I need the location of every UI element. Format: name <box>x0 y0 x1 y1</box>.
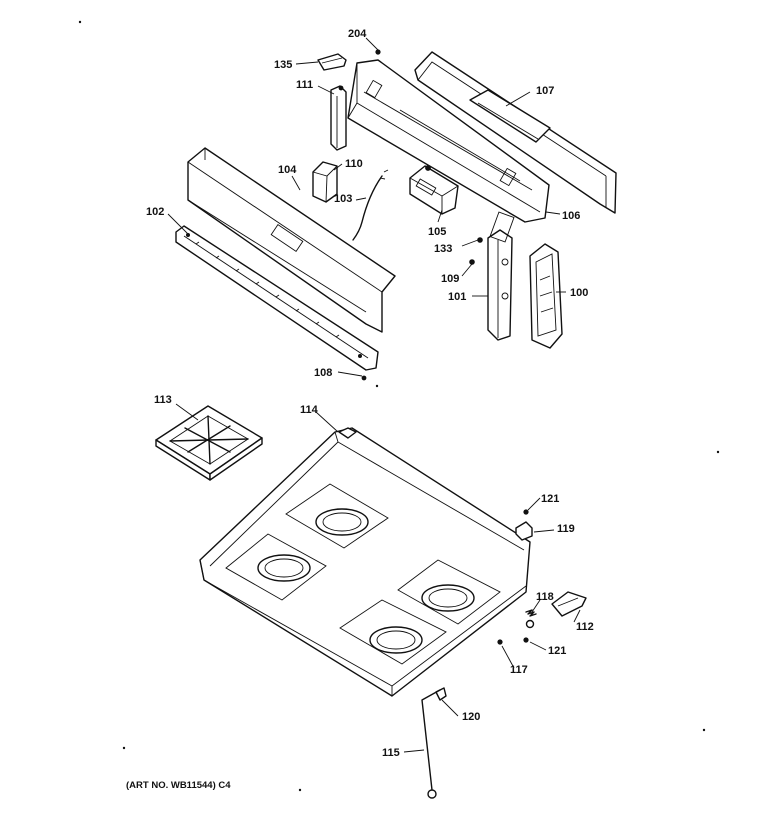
part-114-cooktop <box>199 427 531 697</box>
label-101: 101 <box>448 291 466 303</box>
label-135: 135 <box>274 59 292 71</box>
label-103: 103 <box>334 193 352 205</box>
label-118: 118 <box>536 591 554 603</box>
label-110: 110 <box>345 158 363 170</box>
part-204-screw <box>375 49 381 55</box>
label-107: 107 <box>536 85 554 97</box>
label-115: 115 <box>382 747 400 759</box>
part-112-hinge <box>551 591 587 617</box>
label-204: 204 <box>348 28 367 40</box>
label-109: 109 <box>441 273 459 285</box>
label-102: 102 <box>146 206 164 218</box>
label-133: 133 <box>434 243 452 255</box>
part-135-clip <box>317 53 347 71</box>
part-108-screw <box>361 375 367 381</box>
label-108: 108 <box>314 367 332 379</box>
part-110-switch <box>312 161 338 203</box>
label-117: 117 <box>510 664 528 676</box>
part-121-screw-lower <box>523 637 529 643</box>
part-120-clip <box>435 687 447 701</box>
part-119-bracket <box>515 521 533 541</box>
part-121-screw-upper <box>523 509 529 515</box>
label-104: 104 <box>278 164 297 176</box>
part-100-end-cap <box>529 243 563 349</box>
label-119: 119 <box>557 523 575 535</box>
label-113: 113 <box>154 394 172 406</box>
label-121-upper: 121 <box>541 493 559 505</box>
part-115-rod <box>421 689 441 799</box>
label-111: 111 <box>296 79 313 91</box>
part-labels: 204 135 111 107 104 110 103 102 106 105 … <box>146 28 594 759</box>
label-106: 106 <box>562 210 580 222</box>
part-111-side-bracket <box>330 85 347 151</box>
label-114: 114 <box>300 404 319 416</box>
label-100: 100 <box>570 287 588 299</box>
label-105: 105 <box>428 226 446 238</box>
part-107-rear-cover <box>414 51 617 214</box>
label-112: 112 <box>576 621 594 633</box>
label-120: 120 <box>462 711 480 723</box>
part-102-trim-strip <box>175 225 379 371</box>
part-106-backguard <box>347 59 550 223</box>
leader-lines <box>167 37 581 753</box>
part-113-burner-grate <box>155 405 263 481</box>
art-number-caption: (ART NO. WB11544) C4 <box>126 780 231 791</box>
part-109-screw <box>469 259 475 265</box>
part-101-side-bracket <box>487 211 515 341</box>
label-121-lower: 121 <box>548 645 566 657</box>
part-118-spring <box>525 609 537 629</box>
part-133-screw <box>477 237 483 243</box>
part-103-wire <box>352 169 389 241</box>
part-117-screw <box>497 639 503 645</box>
part-104-front-panel <box>187 147 396 333</box>
